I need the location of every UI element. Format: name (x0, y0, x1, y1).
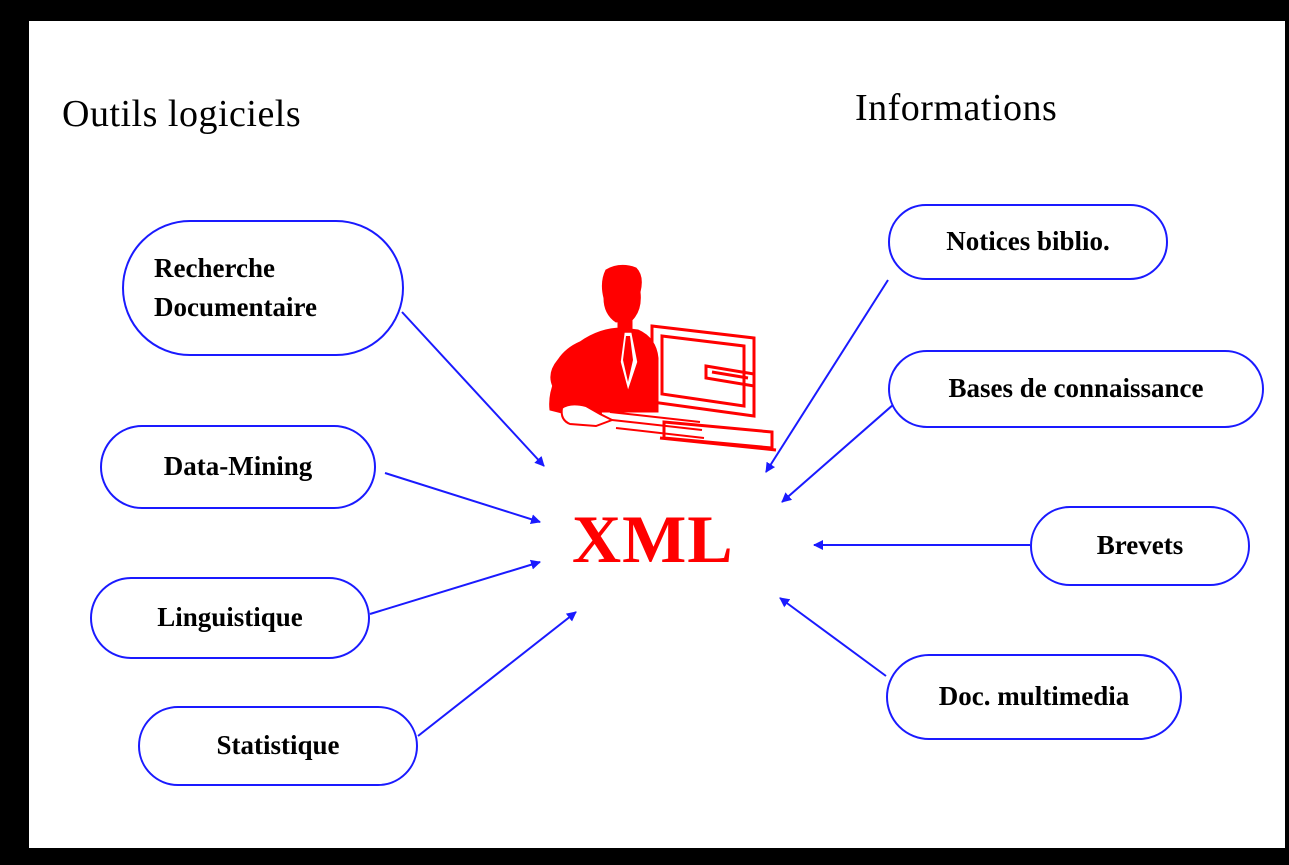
node-notices-biblio: Notices biblio. (888, 204, 1168, 280)
node-doc-label: Doc. multimedia (938, 681, 1130, 712)
node-data-mining: Data-Mining (100, 425, 376, 509)
node-notices-label: Notices biblio. (946, 226, 1110, 257)
arrow-statistique-to-xml (417, 611, 577, 737)
node-brevets: Brevets (1030, 506, 1250, 586)
node-bases-label: Bases de connaissance (948, 373, 1204, 404)
arrow-doc-to-xml (779, 597, 887, 677)
node-brevets-label: Brevets (1096, 530, 1184, 561)
node-data-mining-label: Data-Mining (163, 451, 313, 482)
heading-outils-logiciels: Outils logiciels (62, 93, 302, 135)
person-at-computer-icon (549, 264, 777, 452)
node-recherche-line2: Documentaire (154, 292, 317, 322)
node-statistique-label: Statistique (216, 730, 340, 761)
node-linguistique: Linguistique (90, 577, 370, 659)
node-statistique: Statistique (138, 706, 418, 786)
arrow-recherche-to-xml (401, 311, 545, 467)
arrow-notices-to-xml (765, 279, 889, 473)
xml-label: XML (572, 501, 734, 577)
arrow-bases-to-xml (781, 403, 895, 503)
arrow-datamining-to-xml (384, 472, 541, 525)
arrow-linguistique-to-xml (369, 559, 541, 615)
node-bases-de-connaissance: Bases de connaissance (888, 350, 1264, 428)
node-recherche-line1: Recherche (154, 252, 275, 283)
heading-informations: Informations (855, 87, 1058, 129)
node-recherche-documentaire: Recherche Documentaire (122, 220, 404, 356)
node-doc-multimedia: Doc. multimedia (886, 654, 1182, 740)
node-linguistique-label: Linguistique (157, 602, 303, 633)
